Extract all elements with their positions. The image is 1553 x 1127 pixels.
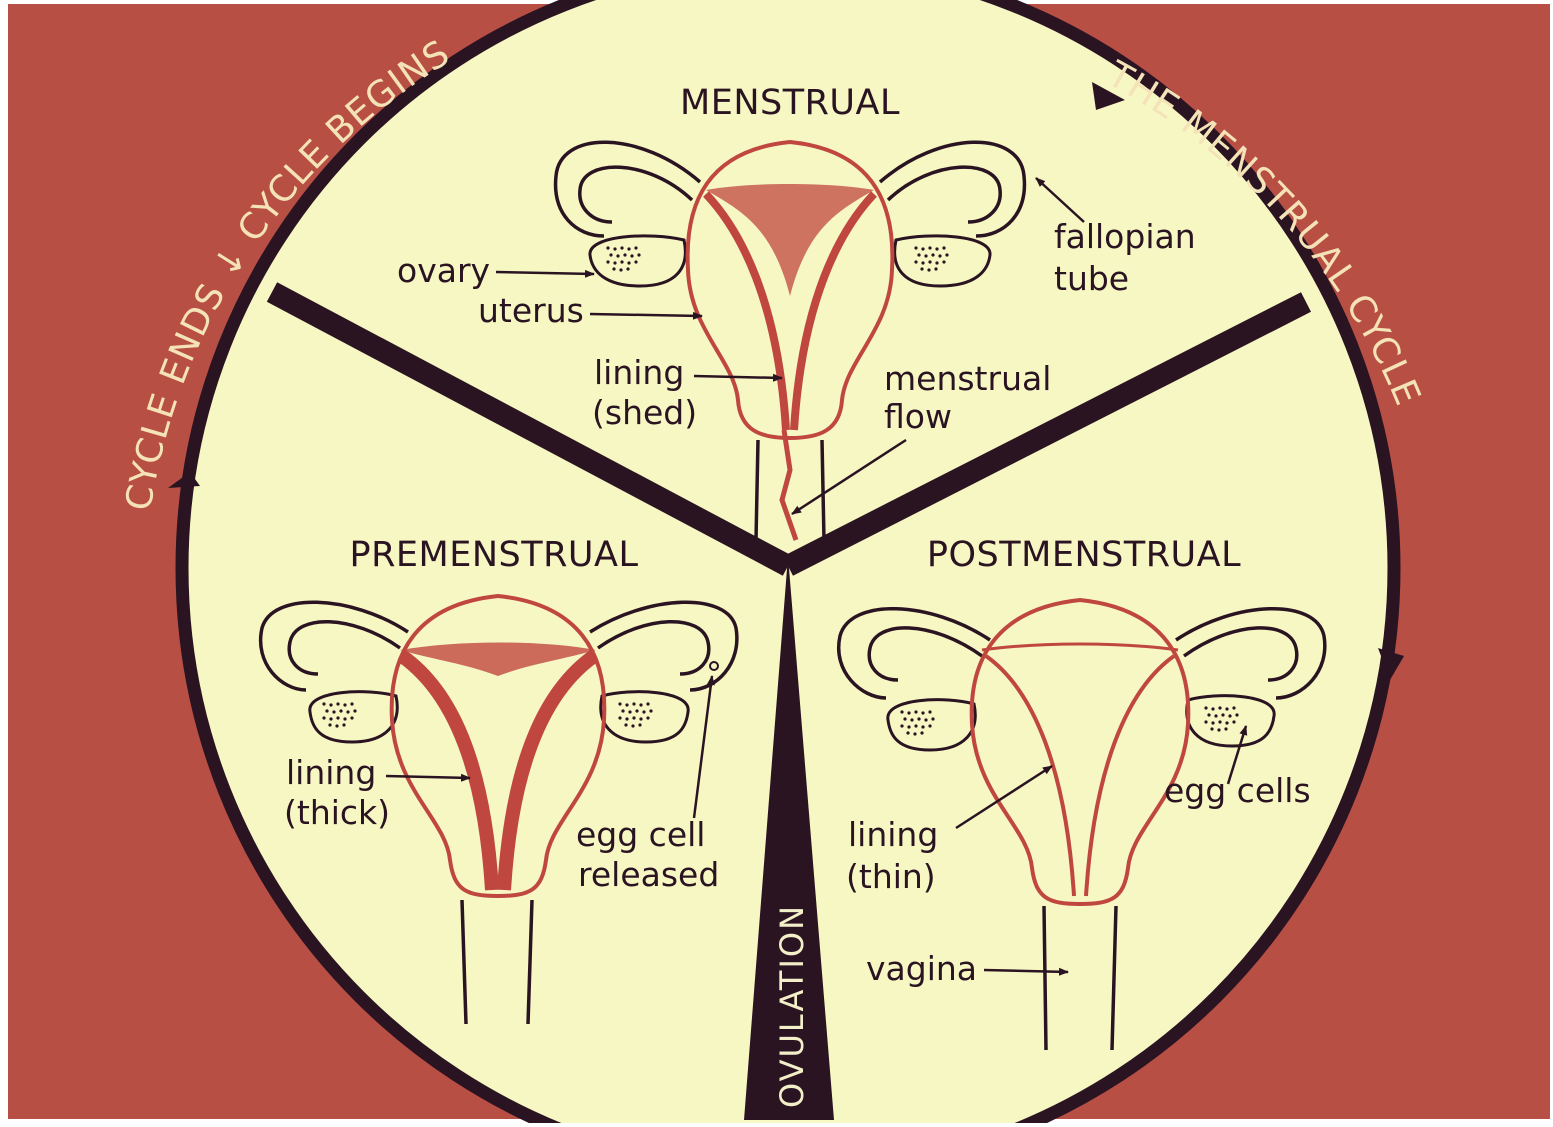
label-lining-thin-1: lining	[848, 815, 938, 854]
label-menstrual-flow-1: menstrual	[884, 359, 1051, 398]
label-egg-cell-1: egg cell	[576, 815, 705, 854]
label-lining-thin-2: (thin)	[846, 857, 936, 896]
label-lining-shed-1: lining	[594, 353, 684, 392]
label-lining-thick-1: lining	[286, 753, 376, 792]
ovulation-label: OVULATION	[773, 904, 811, 1108]
label-menstrual-flow-2: flow	[884, 397, 952, 436]
postmenstrual-title: POSTMENSTRUAL	[927, 535, 1241, 575]
menstrual-title: MENSTRUAL	[680, 83, 900, 123]
label-lining-thick-2: (thick)	[284, 793, 390, 832]
label-uterus: uterus	[478, 291, 584, 330]
label-ovary: ovary	[397, 251, 490, 290]
label-vagina: vagina	[866, 949, 977, 988]
label-egg-cells: egg cells	[1164, 771, 1311, 810]
label-fallopian-2: tube	[1054, 259, 1129, 298]
label-egg-cell-2: released	[578, 855, 719, 894]
premenstrual-title: PREMENSTRUAL	[349, 535, 638, 575]
label-fallopian-1: fallopian	[1054, 217, 1196, 256]
label-lining-shed-2: (shed)	[592, 393, 697, 432]
